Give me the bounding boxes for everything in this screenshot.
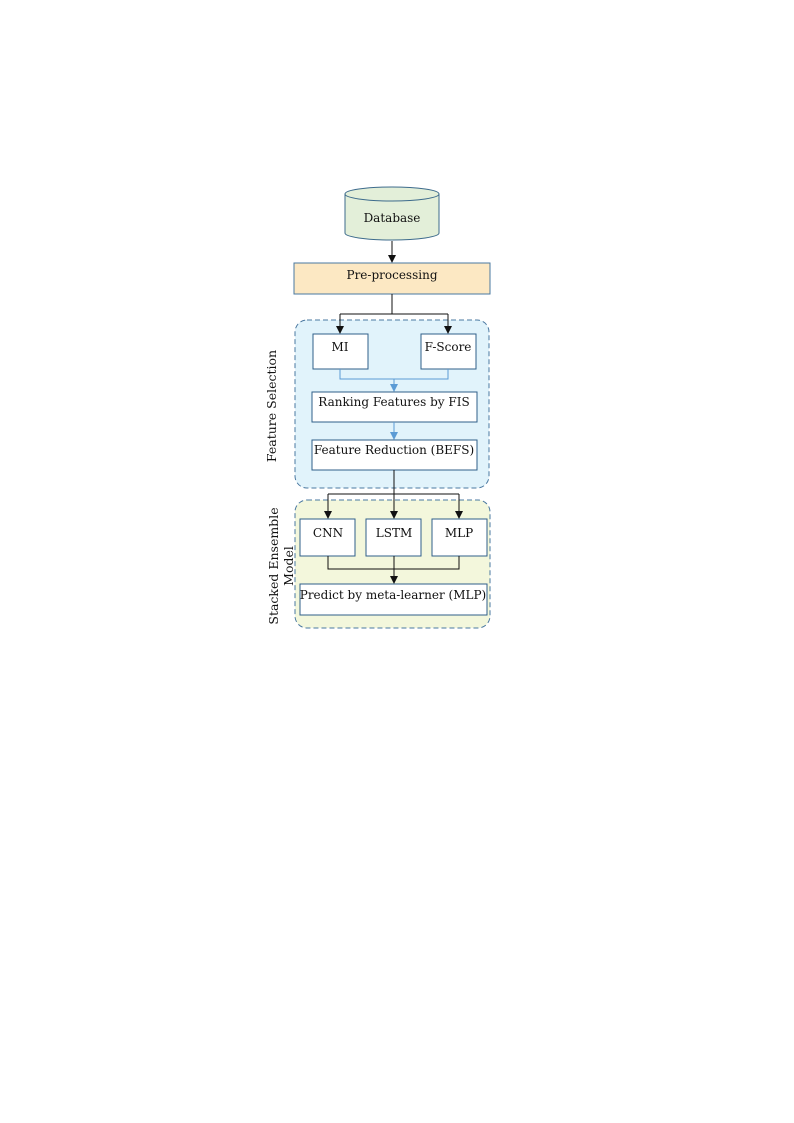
- database-label: Database: [364, 211, 421, 225]
- mlp-node: MLP: [431, 518, 488, 557]
- arrow-preprocessing-split: [340, 294, 448, 315]
- lstm-node: LSTM: [365, 518, 422, 557]
- predict-label: Predict by meta-learner (MLP): [300, 588, 486, 602]
- lstm-label: LSTM: [376, 526, 412, 540]
- mlp-label: MLP: [445, 526, 473, 540]
- reduction-node: Feature Reduction (BEFS): [311, 439, 478, 471]
- database-node: Database: [344, 186, 440, 241]
- predict-node: Predict by meta-learner (MLP): [299, 583, 488, 616]
- ranking-label: Ranking Features by FIS: [318, 395, 469, 409]
- cnn-node: CNN: [299, 518, 356, 557]
- stacked-ensemble-label: Stacked Ensemble: [266, 507, 281, 624]
- cnn-label: CNN: [313, 526, 343, 540]
- mi-node: MI: [312, 333, 369, 370]
- fscore-node: F-Score: [420, 333, 477, 370]
- reduction-label: Feature Reduction (BEFS): [314, 443, 474, 457]
- fscore-label: F-Score: [425, 340, 472, 354]
- preprocessing-label: Pre-processing: [347, 268, 438, 282]
- mi-label: MI: [331, 340, 348, 354]
- ranking-node: Ranking Features by FIS: [311, 391, 478, 423]
- preprocessing-node: Pre-processing: [293, 262, 491, 295]
- stacked-ensemble-model-label: Model: [281, 546, 296, 586]
- feature-selection-label: Feature Selection: [264, 350, 279, 462]
